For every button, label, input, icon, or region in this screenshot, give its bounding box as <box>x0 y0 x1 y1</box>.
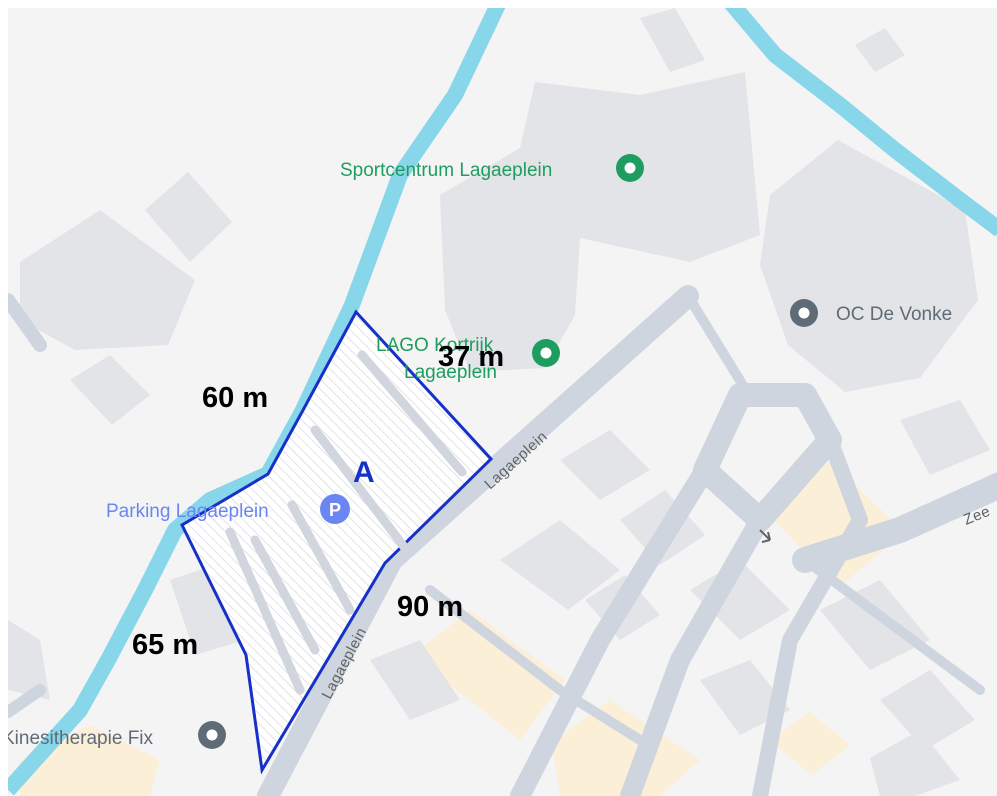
parking-aisle <box>357 350 467 477</box>
building <box>500 520 620 610</box>
poi-parking[interactable]: Parking Lagaeplein P <box>106 494 350 524</box>
commercial-block <box>552 700 700 796</box>
road <box>510 460 715 796</box>
road <box>683 291 757 405</box>
road-lagaeplein <box>257 285 699 796</box>
parking-aisles <box>225 350 467 695</box>
commercial-block <box>412 610 565 740</box>
building <box>855 28 905 72</box>
measurement-label: 90 m <box>397 591 463 623</box>
measurement-label: 37 m <box>438 341 504 373</box>
poi-lago[interactable]: LAGO Kortrijk Lagaeplein <box>376 335 560 383</box>
commercial-block <box>770 712 850 775</box>
parking-aisle <box>287 500 355 615</box>
poi-pin-icon <box>198 721 226 749</box>
road <box>800 555 985 695</box>
building <box>560 430 650 500</box>
parking-aisle <box>225 527 305 695</box>
poi-label-oc-de-vonke: OC De Vonke <box>836 304 952 325</box>
poi-kinesitherapie[interactable]: Kinesitherapie Fix <box>2 721 226 749</box>
road-loop <box>693 383 842 532</box>
poi-pin-icon <box>790 299 818 327</box>
canal <box>8 8 506 796</box>
area-a-polygon[interactable] <box>180 309 494 775</box>
poi-sportcentrum[interactable]: Sportcentrum Lagaeplein <box>340 154 644 182</box>
road <box>620 510 770 796</box>
building <box>20 210 195 350</box>
building <box>8 620 50 700</box>
poi-label-lago-sub: Lagaeplein <box>404 362 497 383</box>
poi-label-sportcentrum: Sportcentrum Lagaeplein <box>340 160 552 181</box>
measurement-label: 65 m <box>132 629 198 661</box>
poi-pin-icon <box>616 154 644 182</box>
parking-icon-letter: P <box>329 500 341 520</box>
building <box>70 355 150 425</box>
building <box>370 640 460 720</box>
road <box>8 684 46 718</box>
poi-label-lago: LAGO Kortrijk <box>376 335 494 356</box>
building <box>145 172 232 262</box>
one-way-arrow-icon <box>759 529 771 543</box>
poi-oc-de-vonke[interactable]: OC De Vonke <box>790 299 952 327</box>
roads <box>8 285 997 796</box>
building-sportcentrum <box>440 72 760 372</box>
parking-icon: P <box>320 494 350 524</box>
parking-aisle <box>310 425 410 553</box>
building <box>820 580 930 670</box>
area-label: A <box>353 456 375 489</box>
building <box>870 730 960 796</box>
poi-label-kinesitherapie: Kinesitherapie Fix <box>2 728 154 749</box>
measurement-label: 60 m <box>202 382 268 414</box>
building <box>900 400 990 475</box>
building <box>640 8 705 72</box>
building-oc-de-vonke <box>760 140 978 392</box>
road <box>8 293 47 352</box>
canal <box>724 8 997 237</box>
building <box>880 670 975 750</box>
road <box>425 585 645 745</box>
parking-aisle <box>250 535 320 655</box>
poi-pin-icon <box>532 339 560 367</box>
poi-label-parking: Parking Lagaeplein <box>106 501 269 522</box>
